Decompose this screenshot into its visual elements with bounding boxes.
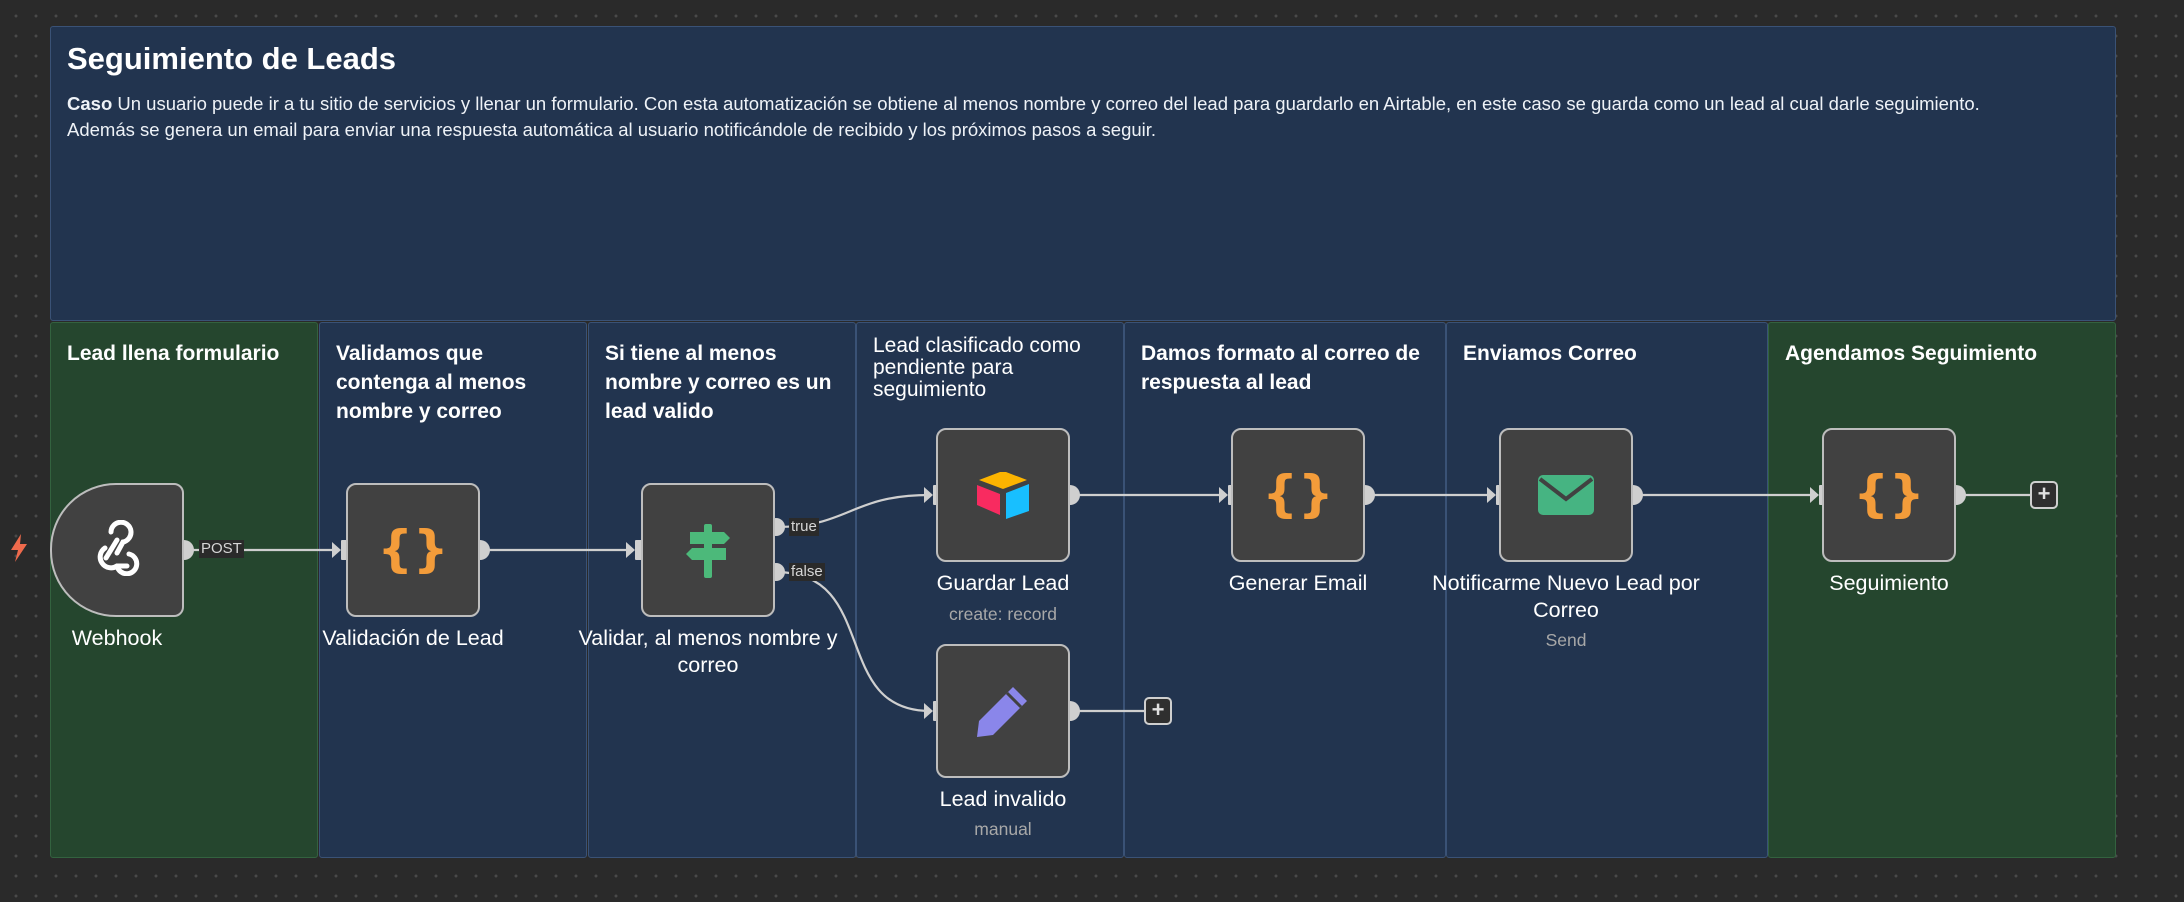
notify-node-label: Notificarme Nuevo Lead por Correo — [1432, 571, 1700, 622]
trigger-bolt-icon — [8, 533, 30, 568]
followup-node-label: Seguimiento — [1829, 571, 1949, 595]
svg-text:{}: {} — [1857, 465, 1921, 523]
edge-label-false: false — [789, 563, 825, 581]
notify-node[interactable] — [1499, 428, 1633, 562]
if-node-label: Validar, al menos nombre y correo — [578, 626, 838, 677]
code-braces-icon: {} — [381, 520, 445, 578]
webhook-node-label: Webhook — [71, 626, 163, 650]
airtable-icon — [977, 472, 1029, 519]
invalid-node-label: Lead invalido — [939, 787, 1067, 811]
airtable-node-subtitle: create: record — [949, 604, 1057, 624]
workflow-description: Caso Un usuario puede ir a tu sitio de s… — [67, 91, 2025, 143]
notify-node-subtitle: Send — [1545, 630, 1587, 650]
envelope-icon — [1538, 475, 1594, 515]
edge-label-post: POST — [199, 540, 244, 558]
note-send[interactable]: Enviamos Correo — [1446, 322, 1768, 858]
followup-node[interactable]: {} — [1822, 428, 1956, 562]
note-classified-title: Lead clasificado como pendiente para seg… — [873, 334, 1081, 401]
note-check-title: Si tiene al menos nombre y correo es un … — [605, 342, 832, 423]
svg-text:{}: {} — [1266, 465, 1330, 523]
airtable-node[interactable] — [936, 428, 1070, 562]
if-node[interactable] — [641, 483, 775, 617]
note-schedule-title: Agendamos Seguimiento — [1785, 342, 2038, 365]
code-braces-icon: {} — [1266, 465, 1330, 523]
validation-node-label: Validación de Lead — [322, 626, 504, 650]
add-node-after-invalid-button[interactable]: + — [1144, 697, 1172, 725]
invalid-node[interactable] — [936, 644, 1070, 778]
generate-email-node[interactable]: {} — [1231, 428, 1365, 562]
invalid-node-subtitle: manual — [974, 819, 1032, 839]
pencil-icon — [977, 687, 1027, 737]
generate-email-node-label: Generar Email — [1228, 571, 1368, 595]
edge-label-true: true — [789, 518, 819, 536]
add-node-after-followup-button[interactable]: + — [2030, 481, 2058, 509]
note-lead-form-title: Lead llena formulario — [67, 342, 280, 365]
airtable-node-label: Guardar Lead — [936, 571, 1070, 595]
signpost-icon — [686, 524, 730, 578]
description-label: Caso — [67, 93, 113, 114]
workflow-title: Seguimiento de Leads — [67, 41, 397, 76]
webhook-icon — [87, 519, 147, 581]
note-send-title: Enviamos Correo — [1463, 342, 1637, 365]
note-format-title: Damos formato al correo de respuesta al … — [1141, 342, 1420, 394]
svg-text:{}: {} — [381, 520, 445, 578]
note-format[interactable]: Damos formato al correo de respuesta al … — [1124, 322, 1446, 858]
code-braces-icon: {} — [1857, 465, 1921, 523]
description-text: Un usuario puede ir a tu sitio de servic… — [67, 93, 1980, 140]
webhook-node[interactable] — [50, 483, 184, 617]
validation-node[interactable]: {} — [346, 483, 480, 617]
workflow-description-note[interactable]: Seguimiento de Leads Caso Un usuario pue… — [50, 26, 2116, 321]
note-validate-title: Validamos que contenga al menos nombre y… — [336, 342, 527, 423]
note-schedule[interactable]: Agendamos Seguimiento — [1768, 322, 2116, 858]
